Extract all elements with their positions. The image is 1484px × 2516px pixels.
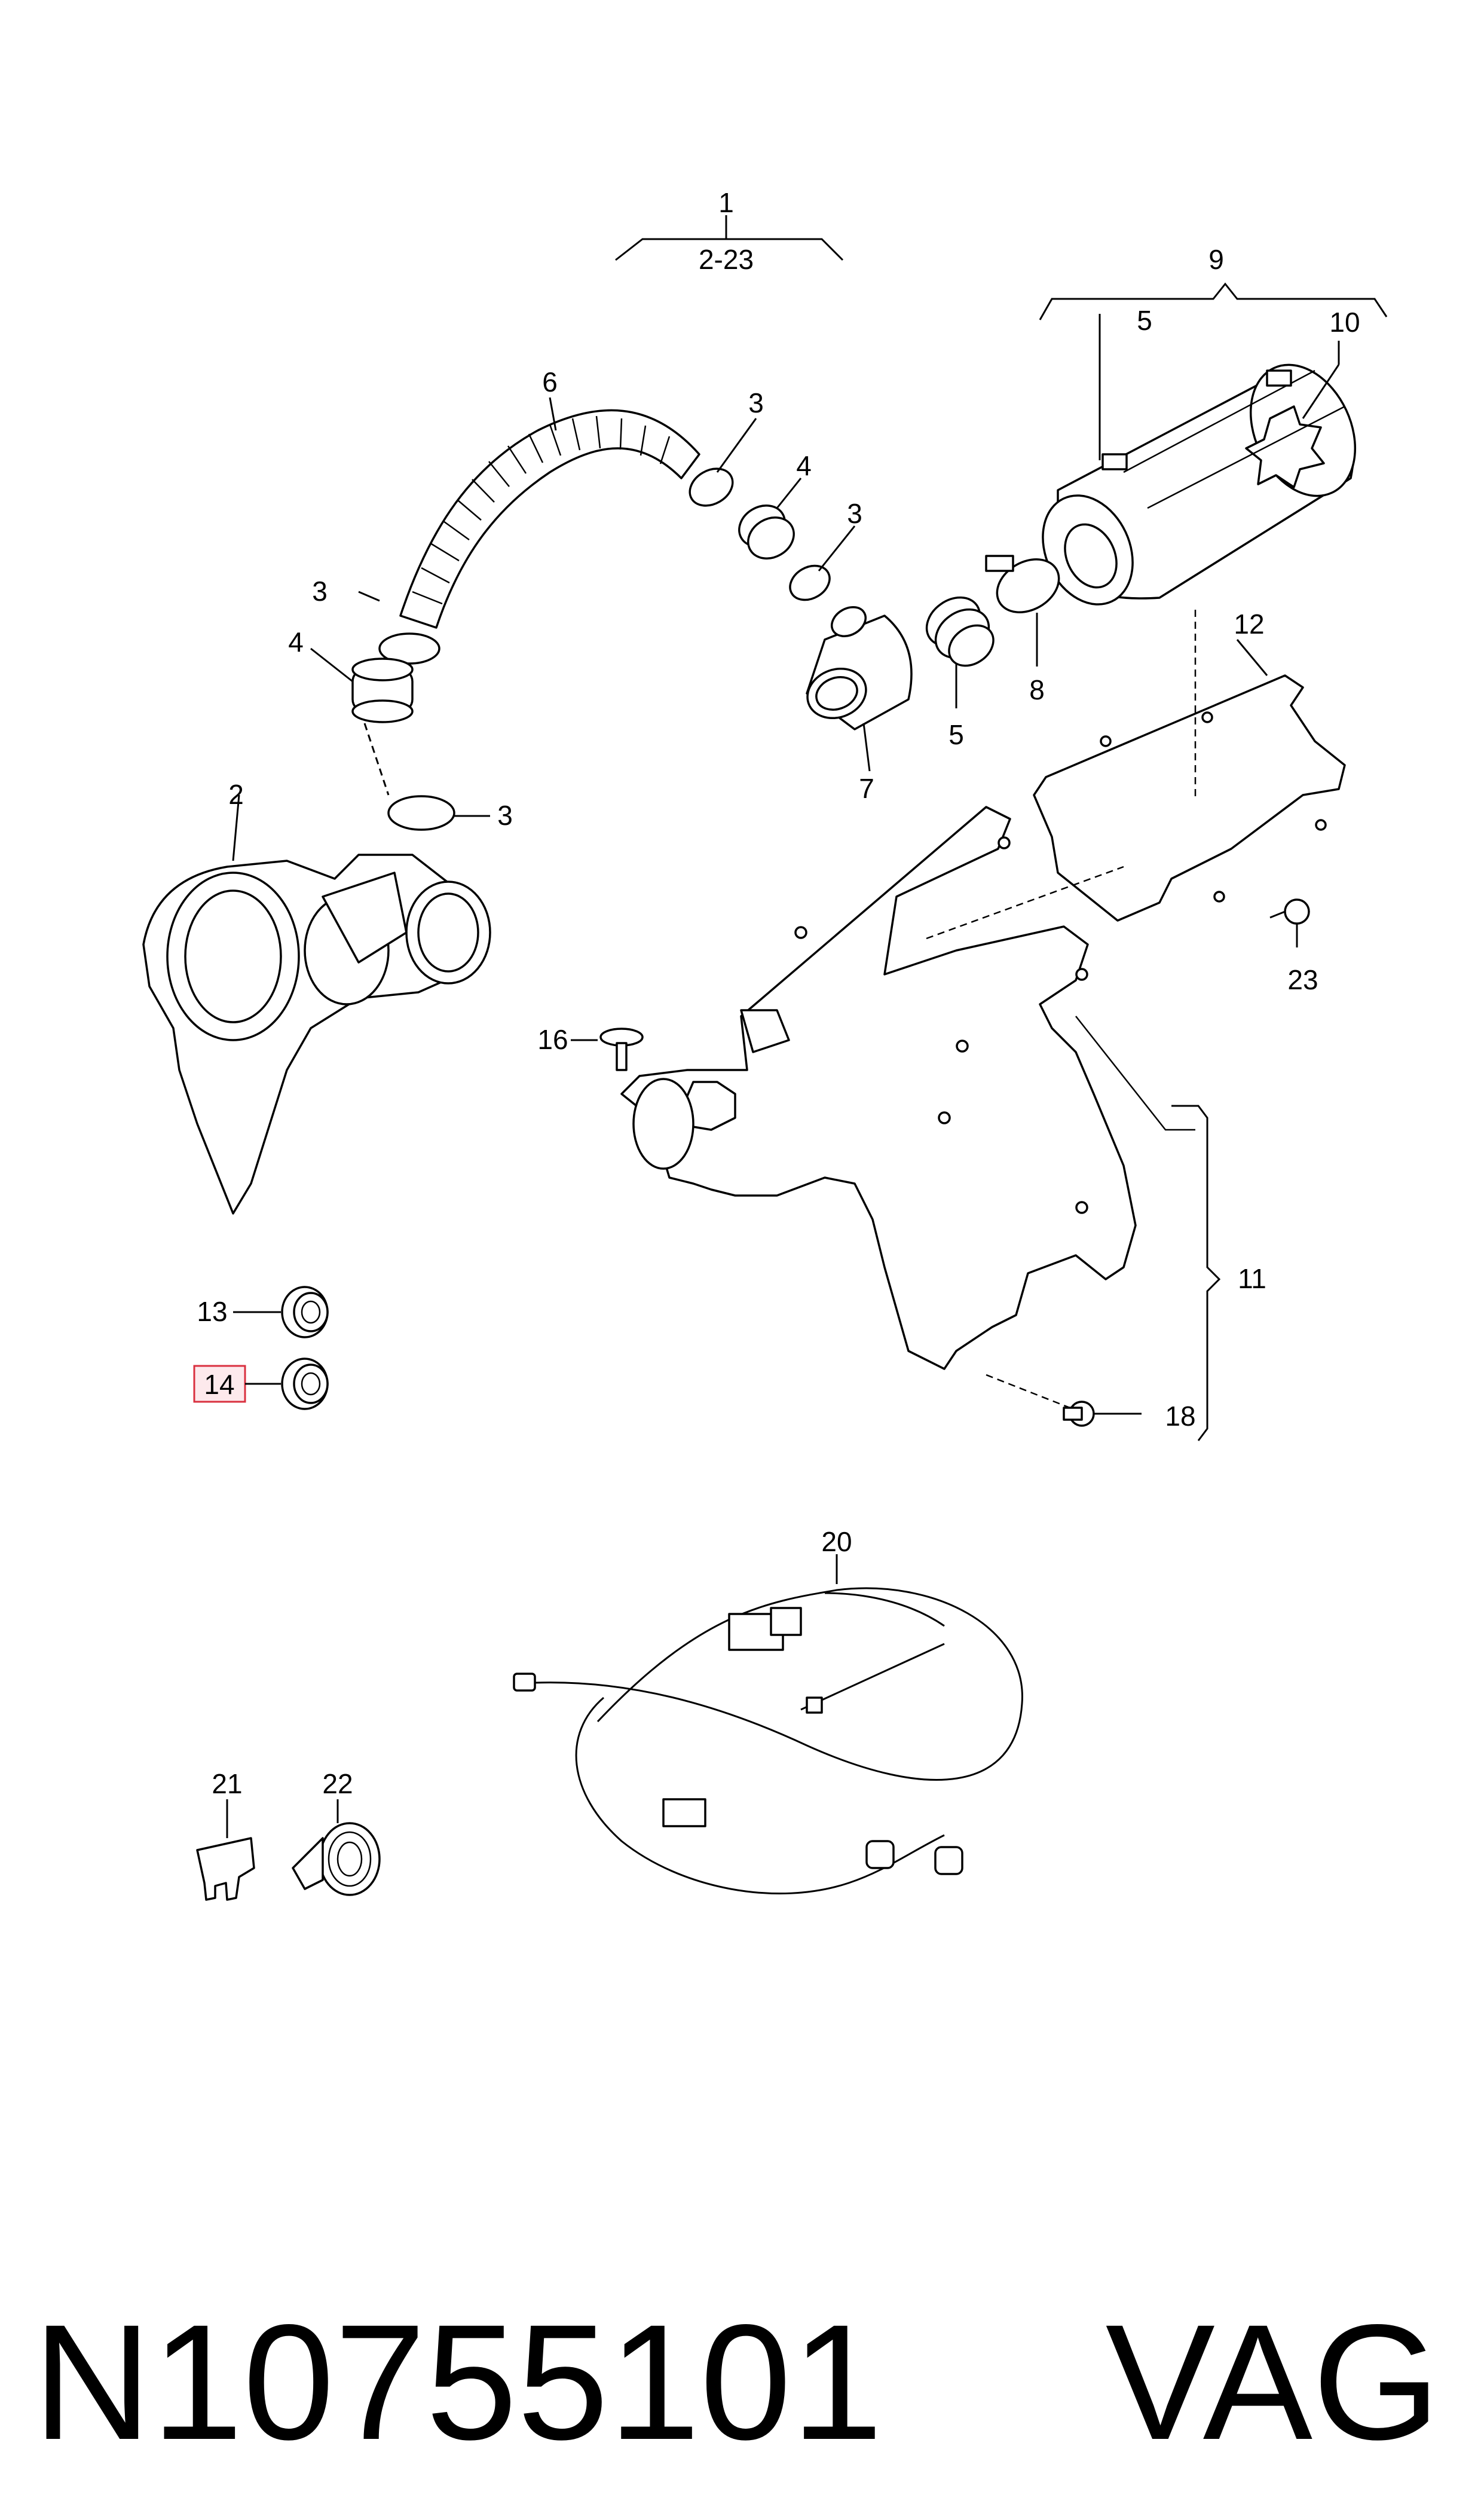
callout-20[interactable]: 20 <box>821 1526 852 1557</box>
callout-1-range: 2-23 <box>699 244 754 275</box>
corrugated-hose-6[interactable]: 6 <box>399 366 700 629</box>
callout-13[interactable]: 13 <box>197 1296 227 1327</box>
bolt-16[interactable]: 16 <box>537 1024 644 1071</box>
callout-11[interactable]: 11 <box>1238 1263 1266 1294</box>
clamp-3-mid[interactable]: 3 <box>784 498 862 607</box>
screw-23[interactable]: 23 <box>1269 898 1318 995</box>
filter-housing[interactable] <box>1026 348 1375 619</box>
callout-23[interactable]: 23 <box>1287 964 1318 995</box>
callout-3-d[interactable]: 3 <box>497 800 513 831</box>
callout-22[interactable]: 22 <box>322 1768 353 1799</box>
callout-1[interactable]: 1 <box>718 187 734 218</box>
elbow-connector-7[interactable]: 7 <box>800 601 913 804</box>
callout-3-b[interactable]: 3 <box>847 498 862 529</box>
connector-5[interactable]: 5 <box>917 588 1001 750</box>
callout-2[interactable]: 2 <box>228 779 244 810</box>
plug-14[interactable]: 14 <box>193 1358 329 1410</box>
screw-18[interactable]: 18 <box>986 1374 1196 1432</box>
callout-10[interactable]: 10 <box>1329 307 1360 338</box>
callout-7[interactable]: 7 <box>859 773 874 804</box>
callout-12[interactable]: 12 <box>1234 609 1264 640</box>
group-bracket-9: 9 5 <box>1039 244 1388 460</box>
callout-21[interactable]: 21 <box>212 1768 242 1799</box>
hose-clamp-8[interactable]: 8 <box>985 549 1069 705</box>
housing-2[interactable]: 2 <box>142 779 491 1215</box>
bracket-11-callout-group: 11 <box>1171 1105 1266 1441</box>
clamp-3-left-lower[interactable]: 3 <box>387 795 513 831</box>
tape-roll-22[interactable]: 22 <box>292 1768 381 1896</box>
callout-14[interactable]: 14 <box>204 1369 234 1400</box>
callout-8[interactable]: 8 <box>1029 674 1045 705</box>
callout-18[interactable]: 18 <box>1165 1401 1195 1432</box>
brand-name: VAG <box>1106 2291 1440 2474</box>
fuse-21[interactable]: 21 <box>196 1768 255 1901</box>
heat-shield-12[interactable]: 12 <box>1033 609 1346 922</box>
wiring-harness-20[interactable]: 20 <box>513 1526 1023 1895</box>
callout-16[interactable]: 16 <box>537 1024 568 1055</box>
callout-6[interactable]: 6 <box>542 366 558 398</box>
callout-10-group: 10 <box>1302 307 1360 419</box>
callout-4-b[interactable]: 4 <box>288 626 304 658</box>
callout-3-c[interactable]: 3 <box>312 576 328 607</box>
callout-4-a[interactable]: 4 <box>796 450 812 481</box>
part-number: N10755101 <box>33 2291 883 2474</box>
clamp-3-left-upper[interactable]: 3 <box>312 576 440 665</box>
group-bracket-1: 1 2-23 <box>615 187 844 275</box>
callout-3-a[interactable]: 3 <box>748 387 764 418</box>
plug-13[interactable]: 13 <box>197 1286 329 1338</box>
connector-4-upper[interactable]: 4 <box>732 450 812 567</box>
connector-4-left[interactable]: 4 <box>288 626 414 796</box>
callout-5-filter[interactable]: 5 <box>1137 305 1152 336</box>
clamp-3-upper-right[interactable]: 3 <box>683 387 764 513</box>
mounting-bracket-11[interactable] <box>620 806 1195 1370</box>
callout-5-connector[interactable]: 5 <box>948 719 964 750</box>
callout-9[interactable]: 9 <box>1208 244 1224 275</box>
